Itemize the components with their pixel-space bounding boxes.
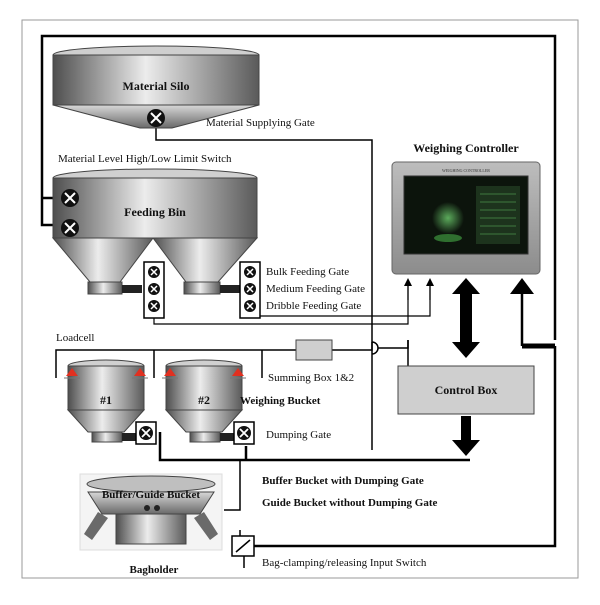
bucket-1-label: #1 bbox=[100, 393, 112, 407]
control-box-label: Control Box bbox=[435, 383, 498, 397]
bag-switch-icon bbox=[231, 535, 255, 557]
bidirectional-arrow bbox=[452, 278, 480, 358]
buffer-bucket-line1: Buffer Bucket with Dumping Gate bbox=[262, 475, 424, 487]
feeding-bin-label: Feeding Bin bbox=[124, 205, 186, 219]
dribble-gate-label: Dribble Feeding Gate bbox=[266, 300, 361, 312]
weighing-controller: WEIGHING CONTROLLER bbox=[391, 161, 541, 275]
dumping-gate-2-icon bbox=[233, 421, 255, 445]
medium-gate-label: Medium Feeding Gate bbox=[266, 283, 365, 295]
buffer-guide-bucket: Buffer/Guide Bucket bbox=[79, 473, 223, 551]
control-box-down-arrow bbox=[452, 416, 480, 456]
material-supplying-gate-icon bbox=[147, 109, 165, 127]
return-arrow-head bbox=[510, 278, 534, 294]
feeding-gates-2-icon bbox=[239, 261, 261, 319]
feeding-gates-1-icon bbox=[143, 261, 165, 319]
material-supplying-gate-label: Material Supplying Gate bbox=[206, 117, 315, 129]
loadcell-label: Loadcell bbox=[56, 332, 94, 344]
level-switch-low-icon bbox=[61, 219, 79, 237]
bag-switch-label: Bag-clamping/releasing Input Switch bbox=[262, 557, 427, 569]
weighing-bucket-label: Weighing Bucket bbox=[240, 395, 321, 407]
buffer-guide-bucket-label: Buffer/Guide Bucket bbox=[102, 489, 200, 501]
level-switch-high-icon bbox=[61, 189, 79, 207]
bucket-2-label: #2 bbox=[198, 393, 210, 407]
weighing-bucket-2: #2 bbox=[164, 359, 244, 443]
summing-box-label: Summing Box 1&2 bbox=[268, 372, 354, 384]
feeding-bin: Feeding Bin bbox=[51, 168, 259, 295]
summing-box bbox=[295, 339, 333, 361]
material-silo: Material Silo bbox=[52, 45, 260, 129]
weighing-controller-label: Weighing Controller bbox=[413, 141, 519, 155]
loadcell-icons bbox=[66, 368, 244, 376]
buffer-bucket-line2: Guide Bucket without Dumping Gate bbox=[262, 497, 438, 509]
signal-arrows bbox=[407, 282, 431, 300]
controller-screen-header: WEIGHING CONTROLLER bbox=[442, 168, 490, 173]
control-box bbox=[397, 365, 535, 415]
material-silo-label: Material Silo bbox=[123, 79, 190, 93]
dumping-gate-1-icon bbox=[135, 421, 157, 445]
level-switch-label: Material Level High/Low Limit Switch bbox=[58, 153, 232, 165]
outer-frame bbox=[21, 19, 579, 579]
bagholder-label: Bagholder bbox=[130, 564, 179, 576]
bulk-gate-label: Bulk Feeding Gate bbox=[266, 266, 349, 278]
dumping-gate-label: Dumping Gate bbox=[266, 429, 331, 441]
weighing-bucket-1: #1 bbox=[66, 359, 146, 443]
